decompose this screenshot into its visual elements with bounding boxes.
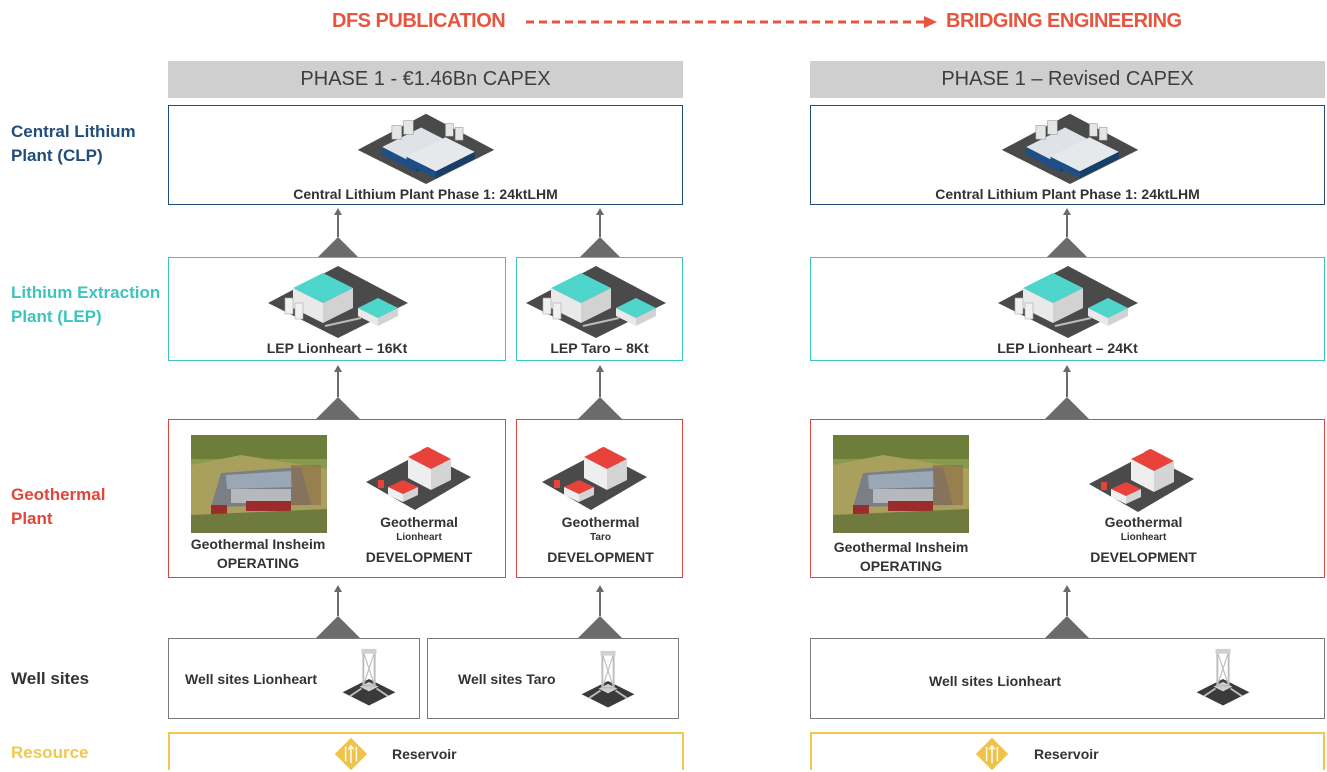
clp-box-right: Central Lithium Plant Phase 1: 24ktLHM	[810, 105, 1325, 205]
reservoir-icon	[974, 736, 1010, 772]
extraction-plant-icon	[521, 258, 671, 338]
geo-lionheart-status: DEVELOPMENT	[365, 549, 473, 565]
geo-lionheart-name: Geothermal	[380, 514, 458, 530]
arrow-icon	[1063, 365, 1071, 372]
clp-label-right: Central Lithium Plant Phase 1: 24ktLHM	[935, 186, 1200, 202]
geo-insheim-status-right: OPERATING	[859, 558, 943, 574]
level-lep: Lithium Extraction Plant (LEP)	[11, 283, 161, 326]
level-well-sites: Well sites	[11, 669, 90, 688]
geothermal-plant-icon	[539, 432, 649, 512]
lep-label-right: LEP Lionheart – 24Kt	[997, 340, 1138, 356]
clp-box-left: Central Lithium Plant Phase 1: 24ktLHM	[168, 105, 683, 205]
reservoir-icon	[333, 736, 369, 772]
reservoir-box-left: Reservoir	[168, 732, 684, 770]
factory-icon	[995, 106, 1145, 184]
arrow-icon	[334, 585, 342, 592]
header-arrow-icon	[526, 16, 937, 28]
lep-label-taro: LEP Taro – 8Kt	[550, 340, 649, 356]
geothermal-plant-icon	[363, 432, 473, 512]
geo-lionheart-name-right: Geothermal	[1104, 514, 1183, 530]
geo-insheim-status: OPERATING	[216, 555, 300, 571]
geo-taro-site: Taro	[590, 532, 611, 543]
factory-icon	[351, 106, 501, 184]
lep-box-taro: LEP Taro – 8Kt	[516, 257, 683, 361]
phase-right-header: PHASE 1 – Revised CAPEX	[810, 61, 1325, 98]
arrow-stem	[1066, 590, 1068, 616]
arrow-base	[316, 237, 360, 259]
well-label-taro: Well sites Taro	[458, 671, 556, 687]
drilling-rig-icon	[1193, 647, 1253, 713]
arrow-base	[316, 397, 360, 419]
arrow-stem	[337, 213, 339, 237]
header-right: BRIDGING ENGINEERING	[946, 10, 1182, 32]
phase-left-header: PHASE 1 - €1.46Bn CAPEX	[168, 61, 683, 98]
arrow-base	[1045, 616, 1089, 638]
arrow-base	[316, 616, 360, 638]
arrow-icon	[596, 365, 604, 372]
arrow-stem	[599, 370, 601, 397]
lep-label-lionheart: LEP Lionheart – 16Kt	[266, 340, 408, 356]
extraction-plant-icon	[263, 258, 413, 338]
clp-label-left: Central Lithium Plant Phase 1: 24ktLHM	[293, 186, 558, 202]
header-left: DFS PUBLICATION	[332, 10, 506, 32]
geo-lionheart-site-right: Lionheart	[1120, 532, 1167, 543]
well-box-lionheart: Well sites Lionheart	[168, 638, 420, 719]
geo-taro-status: DEVELOPMENT	[547, 549, 654, 565]
geothermal-plant-icon	[1086, 434, 1196, 514]
arrow-icon	[334, 208, 342, 215]
geothermal-photo	[191, 435, 327, 533]
drilling-rig-icon	[578, 649, 638, 715]
geo-insheim-name-right: Geothermal Insheim	[833, 539, 969, 555]
arrow-base	[578, 237, 622, 259]
geo-box-left: Geothermal Insheim OPERATING Geothermal …	[168, 419, 506, 578]
lep-box-right: LEP Lionheart – 24Kt	[810, 257, 1325, 361]
arrow-icon	[596, 585, 604, 592]
arrow-stem	[599, 590, 601, 616]
geothermal-photo	[833, 435, 969, 533]
arrow-base	[578, 616, 622, 638]
geo-taro-name: Geothermal	[561, 514, 640, 530]
well-label-lionheart: Well sites Lionheart	[185, 671, 317, 687]
reservoir-box-right: Reservoir	[810, 732, 1325, 770]
level-resource: Resource	[11, 743, 89, 762]
reservoir-label-left: Reservoir	[392, 746, 457, 762]
geo-box-taro: Geothermal Taro DEVELOPMENT	[516, 419, 683, 578]
well-box-taro: Well sites Taro	[427, 638, 679, 719]
level-clp: Central Lithium Plant (CLP)	[11, 122, 136, 165]
geo-insheim-name: Geothermal Insheim	[190, 536, 326, 552]
arrow-base	[1045, 397, 1089, 419]
arrow-stem	[1066, 370, 1068, 397]
geo-lionheart-status-right: DEVELOPMENT	[1090, 549, 1197, 565]
level-geothermal: Geothermal Plant	[11, 485, 106, 528]
arrow-stem	[337, 590, 339, 616]
arrow-icon	[1063, 208, 1071, 215]
arrow-stem	[599, 213, 601, 237]
arrow-icon	[334, 365, 342, 372]
well-label-right: Well sites Lionheart	[929, 673, 1061, 689]
arrow-icon	[1063, 585, 1071, 592]
reservoir-label-right: Reservoir	[1034, 746, 1099, 762]
arrow-stem	[1066, 213, 1068, 237]
lep-box-lionheart: LEP Lionheart – 16Kt	[168, 257, 506, 361]
geo-lionheart-site: Lionheart	[396, 532, 442, 543]
well-box-right: Well sites Lionheart	[810, 638, 1325, 719]
arrow-stem	[337, 370, 339, 397]
geo-box-right: Geothermal Insheim OPERATING Geothermal …	[810, 419, 1325, 578]
arrow-base	[578, 397, 622, 419]
arrow-base	[1045, 237, 1089, 259]
arrow-icon	[596, 208, 604, 215]
extraction-plant-icon	[993, 258, 1143, 338]
drilling-rig-icon	[339, 647, 399, 713]
